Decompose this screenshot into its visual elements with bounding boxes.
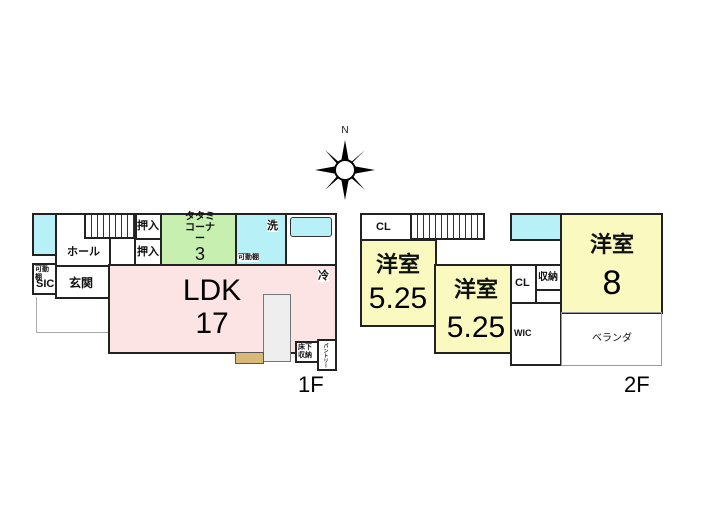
bathroom — [285, 213, 337, 266]
floor-label-2f: 2F — [624, 372, 650, 397]
washroom: 洗 可動棚 — [235, 213, 287, 266]
toilet-1f — [32, 213, 57, 256]
toilet-2f — [510, 213, 562, 241]
kitchen-counter — [263, 294, 291, 362]
compass-icon — [315, 140, 375, 200]
closet-2f-middle: CL — [510, 264, 537, 304]
floor-label-1f: 1F — [298, 372, 324, 397]
closet-2f-left: CL — [360, 213, 412, 241]
sic-room: 可動棚 SIC — [32, 263, 57, 295]
storage-box — [235, 352, 264, 364]
stairs-2f — [410, 213, 485, 240]
bathtub — [290, 217, 332, 237]
western-room-right: 洋室 8 — [560, 213, 663, 314]
tatami-corner: タタミ コーナー 3 — [160, 212, 237, 266]
veranda: ベランダ — [561, 312, 662, 366]
storage-2f: 収納 — [535, 264, 562, 291]
closet-lower: 押入 — [134, 238, 162, 266]
pantry: パントリー — [317, 339, 337, 371]
walk-in-closet: WIC — [510, 302, 562, 366]
western-room-left: 洋室 5.25 — [360, 239, 437, 327]
entrance: 玄関 — [55, 265, 110, 299]
porch — [36, 297, 110, 333]
floor-storage: 床下 収納 — [295, 341, 319, 363]
ldk: LDK 17 冷 — [108, 264, 337, 354]
closet-upper: 押入 — [134, 213, 162, 240]
western-room-middle: 洋室 5.25 — [434, 264, 512, 354]
north-label: N — [341, 125, 349, 136]
stairs-1f — [84, 213, 137, 239]
